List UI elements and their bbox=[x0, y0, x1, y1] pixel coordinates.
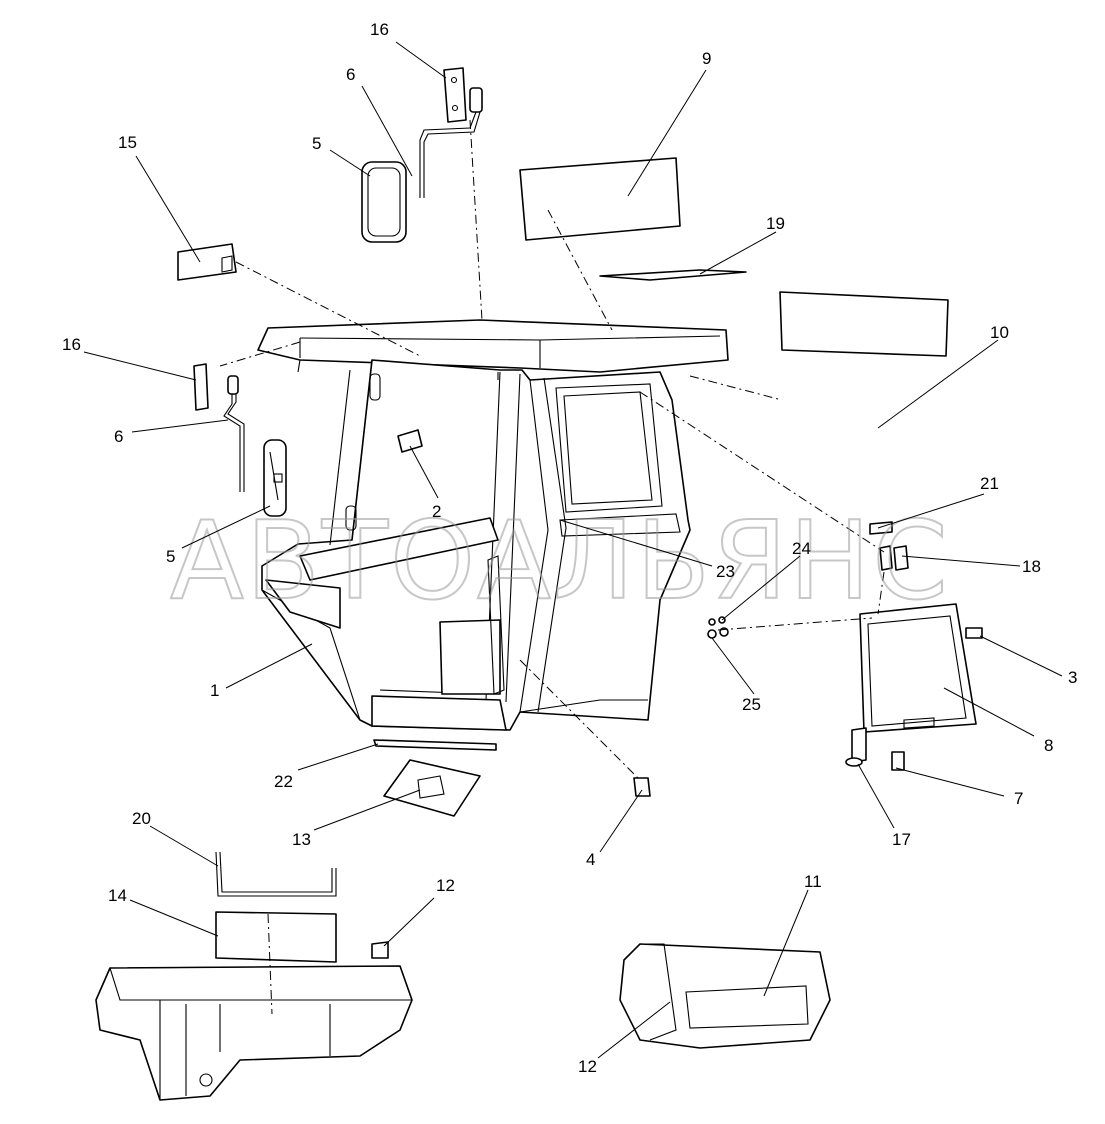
watermark: АВТОАЛЬЯНС bbox=[170, 499, 950, 624]
callout-18: 18 bbox=[1022, 557, 1041, 576]
callout-labels: 16 6 9 15 5 19 10 16 6 21 2 24 5 18 23 3… bbox=[62, 20, 1077, 1076]
door bbox=[859, 603, 977, 733]
floor-plate bbox=[383, 759, 481, 817]
mirror-arm-left bbox=[223, 394, 245, 492]
side-console bbox=[619, 943, 831, 1049]
callout-20: 20 bbox=[132, 809, 151, 828]
mirror-bracket-left bbox=[193, 363, 239, 411]
callout-16-top: 16 bbox=[370, 20, 389, 39]
callout-14: 14 bbox=[108, 886, 127, 905]
roof-panel bbox=[519, 157, 681, 241]
step-block bbox=[633, 777, 651, 797]
callout-12-top: 12 bbox=[436, 876, 455, 895]
callout-16-left: 16 bbox=[62, 335, 81, 354]
callout-22: 22 bbox=[274, 772, 293, 791]
callout-13: 13 bbox=[292, 830, 311, 849]
callout-23: 23 bbox=[716, 562, 735, 581]
callout-7: 7 bbox=[1014, 789, 1023, 808]
rear-plate bbox=[215, 911, 337, 963]
callout-17: 17 bbox=[892, 830, 911, 849]
callout-5-top: 5 bbox=[312, 134, 321, 153]
callout-4: 4 bbox=[586, 850, 595, 869]
callout-6-top: 6 bbox=[346, 65, 355, 84]
cab-body bbox=[261, 359, 691, 731]
door-latch bbox=[965, 627, 983, 639]
mirror-bracket-top bbox=[443, 67, 483, 123]
door-hinges bbox=[879, 545, 909, 571]
mirror-top bbox=[361, 161, 407, 243]
corner-cover bbox=[177, 243, 237, 281]
callout-5-left: 5 bbox=[166, 547, 175, 566]
rear-handle bbox=[215, 851, 337, 897]
callout-10: 10 bbox=[990, 323, 1009, 342]
callout-21: 21 bbox=[980, 474, 999, 493]
callout-25: 25 bbox=[742, 695, 761, 714]
fastener-washer bbox=[708, 616, 726, 626]
leader-lines bbox=[83, 41, 1063, 1059]
mirror-left bbox=[263, 439, 287, 517]
callout-1: 1 bbox=[210, 681, 219, 700]
rear-assembly bbox=[95, 965, 413, 1101]
callout-9: 9 bbox=[702, 49, 711, 68]
callout-15: 15 bbox=[118, 133, 137, 152]
door-stop bbox=[891, 751, 905, 771]
callout-6-left: 6 bbox=[114, 427, 123, 446]
callout-3: 3 bbox=[1068, 668, 1077, 687]
cab-roof bbox=[257, 319, 729, 373]
interior-mirror bbox=[397, 429, 423, 453]
callout-24: 24 bbox=[792, 539, 811, 558]
callout-11: 11 bbox=[804, 872, 822, 891]
mirror-arm-top bbox=[419, 111, 481, 198]
callout-12-bottom: 12 bbox=[578, 1057, 597, 1076]
hinge-pin bbox=[845, 727, 867, 767]
callout-8: 8 bbox=[1044, 736, 1053, 755]
side-panel bbox=[779, 291, 949, 357]
roof-strip bbox=[599, 269, 747, 281]
fastener-nut bbox=[707, 627, 729, 639]
callout-19: 19 bbox=[766, 214, 785, 233]
floor-strip bbox=[373, 739, 497, 751]
callout-2: 2 bbox=[432, 502, 441, 521]
assembly-lines bbox=[219, 119, 885, 1015]
